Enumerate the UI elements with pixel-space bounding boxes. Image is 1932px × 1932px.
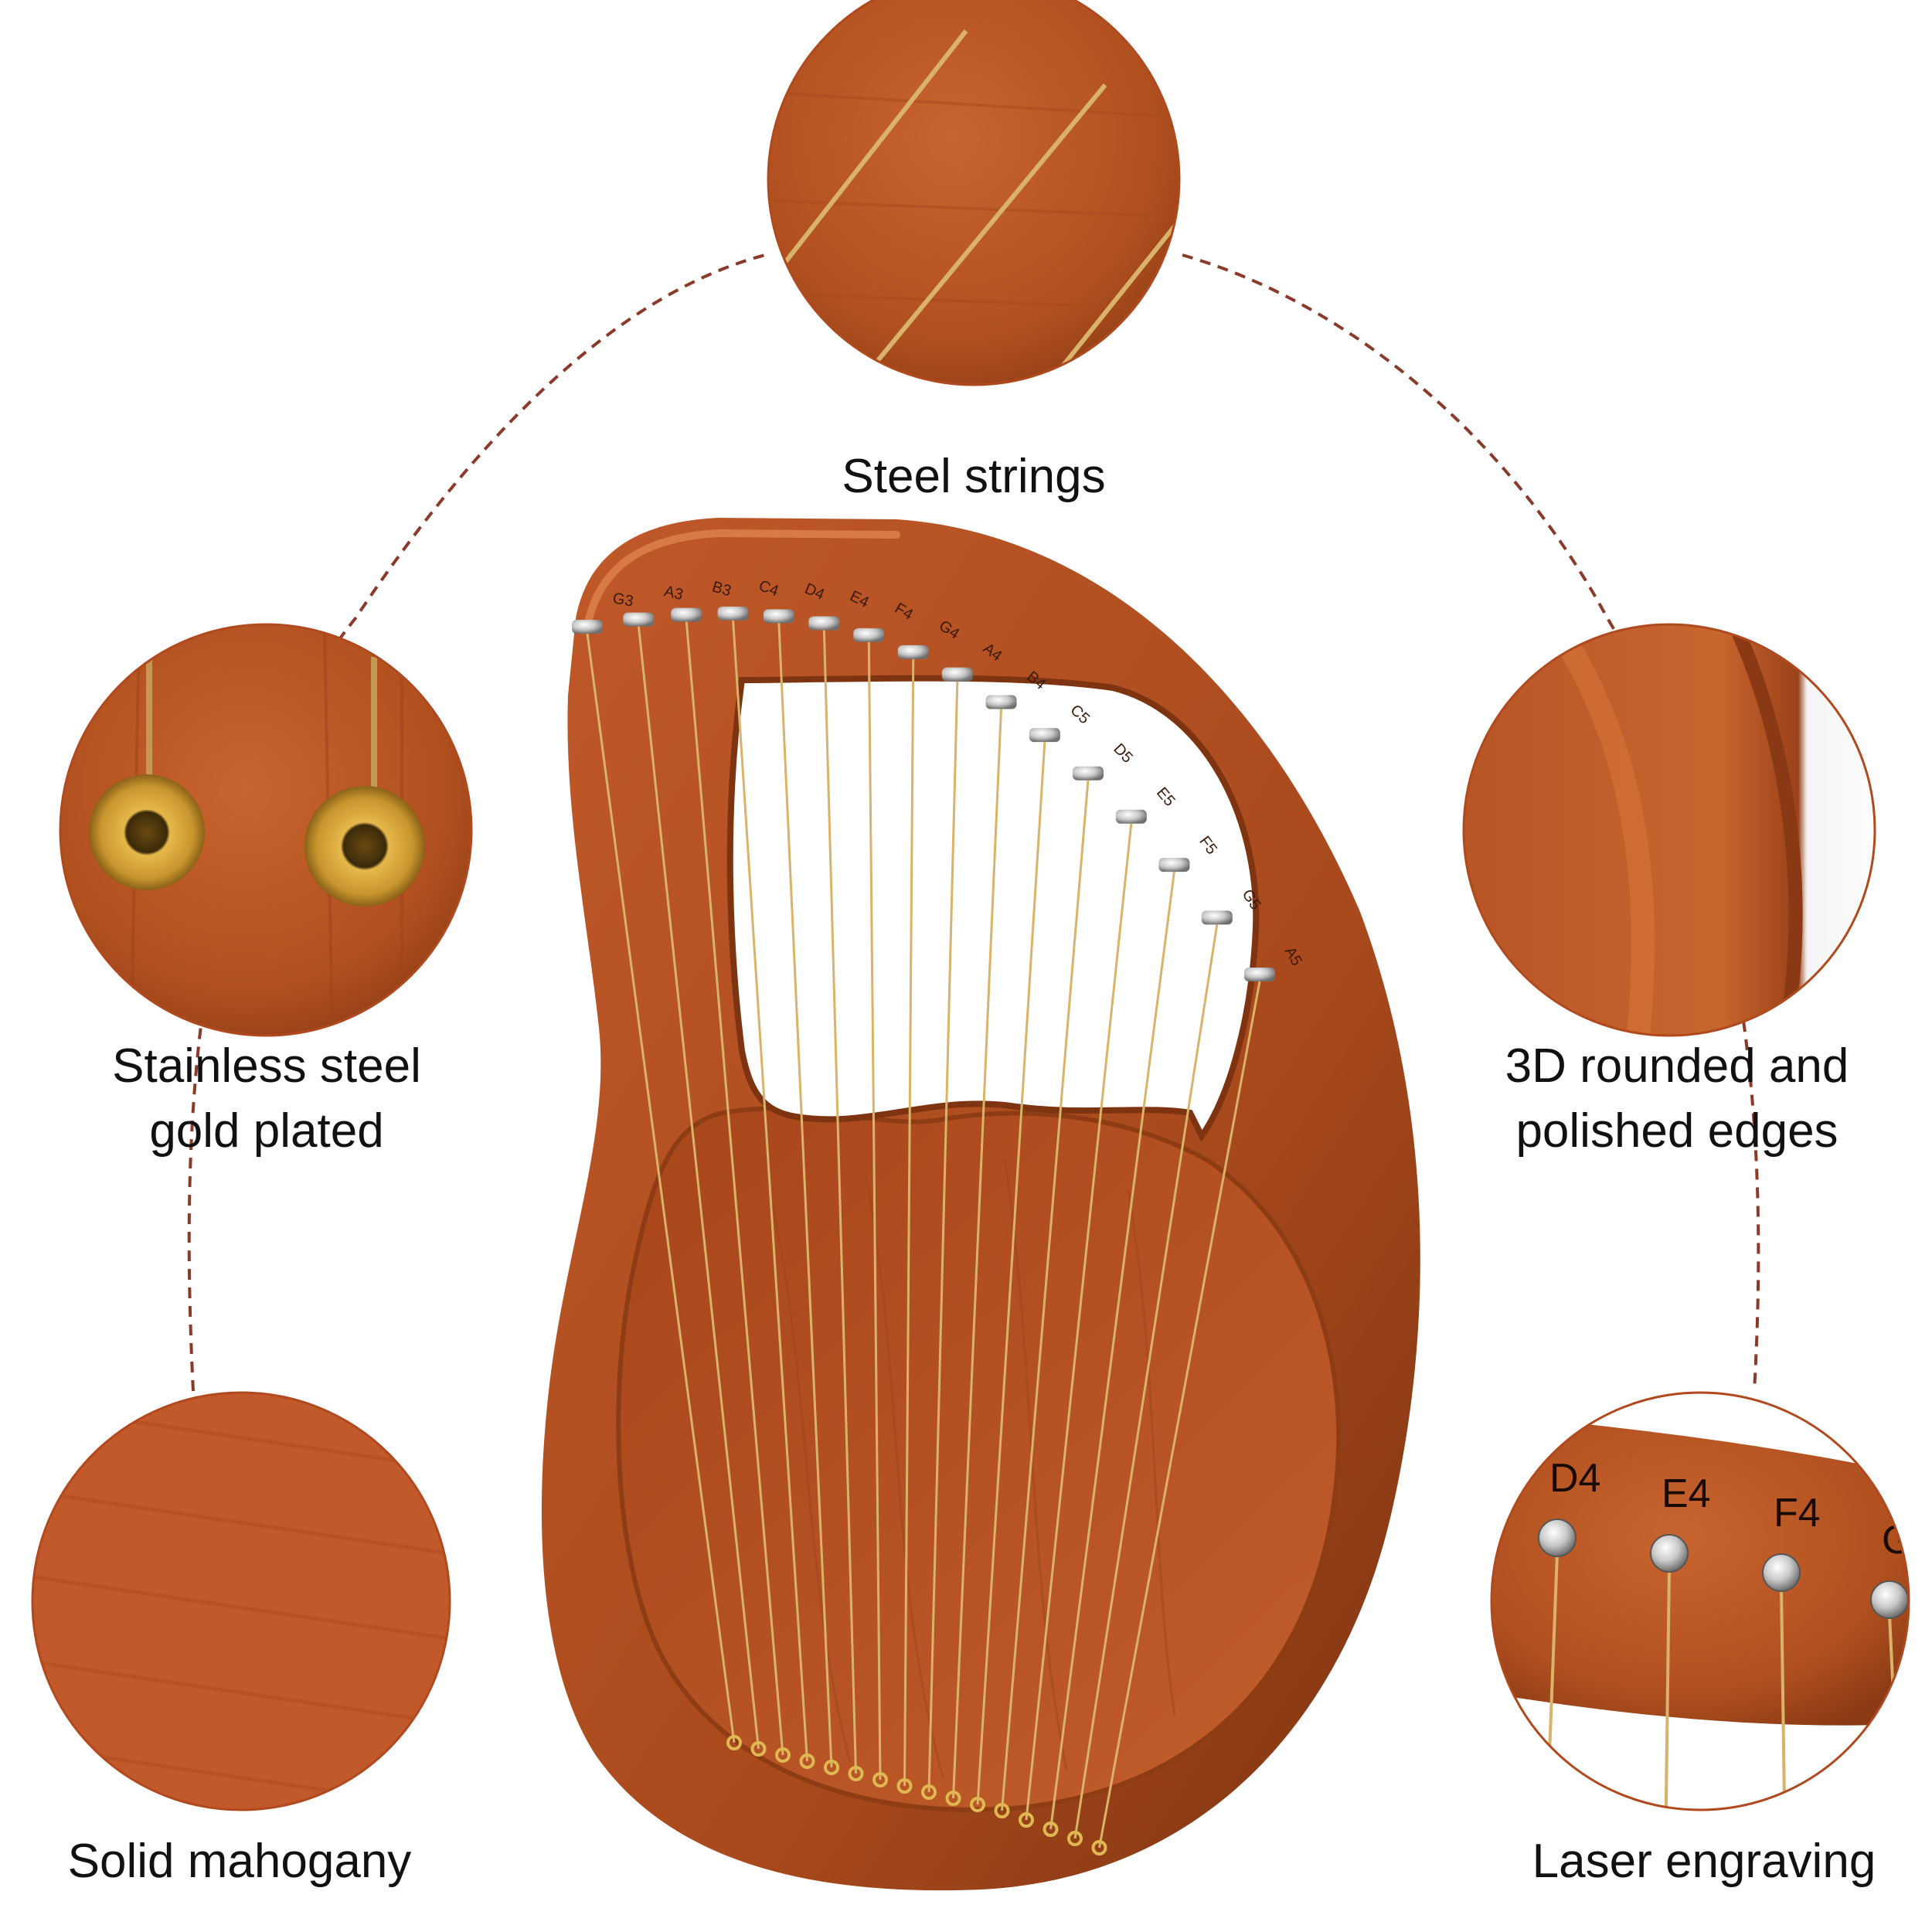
- tuning-peg-icon: [1244, 968, 1275, 981]
- harp-string: [1001, 780, 1090, 1811]
- harp-tuning-pegs: [572, 606, 1275, 981]
- harp-string: [1098, 981, 1261, 1849]
- grommet-icon: [750, 1741, 767, 1757]
- engraved-note-label: D4: [1549, 1456, 1600, 1501]
- tuning-peg-icon: [985, 695, 1017, 709]
- tuning-peg-icon: [1538, 1519, 1577, 1557]
- harp-string: [1049, 871, 1175, 1830]
- grommet-icon: [921, 1784, 937, 1800]
- harp-string: [685, 621, 784, 1756]
- caption-solid-mahogany: Solid mahogany: [67, 1835, 412, 1888]
- grommet-icon: [1067, 1831, 1083, 1846]
- grommet-icon: [945, 1791, 961, 1806]
- harp-string: [1025, 823, 1133, 1821]
- tuning-peg-icon: [808, 616, 840, 631]
- tuning-peg-icon: [717, 606, 749, 621]
- caption-stainless-steel: Stainless steel gold plated: [112, 1039, 421, 1158]
- note-label: A3: [662, 583, 685, 604]
- grommet-icon: [775, 1747, 791, 1763]
- engraved-note-label: G: [1882, 1518, 1913, 1563]
- tuning-peg-icon: [853, 628, 885, 642]
- tuning-peg-icon: [671, 607, 702, 622]
- grommet-icon: [1019, 1812, 1034, 1828]
- grommet-icon: [848, 1766, 864, 1781]
- lyre-harp: [541, 518, 1420, 1891]
- harp-string: [976, 742, 1046, 1805]
- tuning-peg-icon: [1158, 858, 1190, 872]
- closeup-steel-strings: [768, 0, 1179, 385]
- harp-string: [777, 623, 833, 1768]
- tuning-peg-icon: [1762, 1553, 1801, 1592]
- dashed-connector-arc: [187, 253, 1760, 1392]
- note-label: G3: [611, 590, 634, 610]
- tuning-peg-icon: [623, 612, 655, 627]
- tuning-peg-icon: [1072, 766, 1104, 781]
- tuning-peg-icon: [1115, 809, 1147, 824]
- grommet-icon: [1043, 1821, 1059, 1837]
- closeup-mahogany-wood: [32, 1393, 450, 1810]
- caption-laser-engraving: Laser engraving: [1532, 1835, 1876, 1888]
- caption-steel-strings: Steel strings: [842, 450, 1106, 503]
- caption-rounded-edges: 3D rounded and polished edges: [1505, 1039, 1849, 1158]
- tuning-peg-icon: [763, 609, 794, 624]
- harp-strings: [586, 620, 1261, 1849]
- harp-string: [822, 630, 857, 1774]
- grommet-icon: [872, 1772, 888, 1787]
- harp-string-grommets: [726, 1735, 1107, 1855]
- grommet-icon: [994, 1803, 1010, 1818]
- harp-string: [586, 633, 736, 1743]
- tuning-peg-icon: [1650, 1534, 1689, 1573]
- tuning-peg-icon: [1201, 910, 1233, 925]
- harp-string: [732, 620, 808, 1762]
- grommet-icon: [1091, 1840, 1107, 1855]
- harp-string: [867, 641, 882, 1781]
- harp-string: [952, 709, 1003, 1799]
- tuning-peg-icon: [897, 645, 929, 659]
- harp-string: [637, 626, 760, 1750]
- gold-grommet-icon: [89, 774, 205, 890]
- gold-grommet-icon: [304, 786, 425, 906]
- closeup-string: [1780, 1587, 1787, 1810]
- tuning-peg-icon: [1029, 728, 1060, 743]
- grommet-icon: [970, 1797, 985, 1812]
- harp-string: [1073, 924, 1219, 1839]
- tuning-peg-icon: [572, 620, 603, 634]
- tuning-peg-icon: [1870, 1580, 1909, 1619]
- engraved-note-label: F4: [1774, 1491, 1821, 1536]
- tuning-peg-icon: [941, 667, 973, 682]
- harp-string: [927, 681, 959, 1793]
- closeup-rounded-edges: [1464, 624, 1875, 1036]
- grommet-icon: [896, 1778, 913, 1794]
- grommet-icon: [726, 1735, 742, 1750]
- grommet-icon: [824, 1760, 839, 1775]
- closeup-laser-engraving: D4 E4 F4G: [1492, 1393, 1913, 1810]
- grommet-icon: [799, 1753, 815, 1769]
- closeup-gold-grommets: [60, 624, 471, 1036]
- engraved-note-label: E4: [1662, 1471, 1711, 1516]
- harp-string: [903, 658, 915, 1787]
